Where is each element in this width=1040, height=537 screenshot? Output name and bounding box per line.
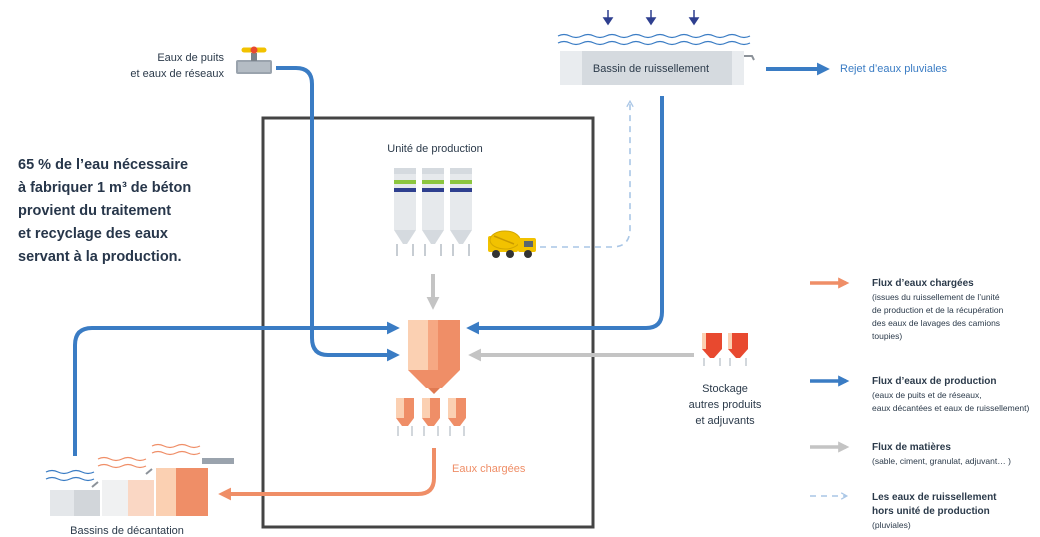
legend-desc: de production et de la récupération — [872, 305, 1004, 315]
storage-label-line-1: Stockage — [702, 383, 748, 395]
statement-line-1: 65 % de l’eau nécessaire — [18, 157, 188, 173]
legend-title: hors unité de production — [872, 506, 990, 517]
legend-desc: des eaux de lavages des camions — [872, 318, 1000, 328]
statement-line-4: et recyclage des eaux — [18, 226, 168, 242]
charged-water-flow — [218, 448, 436, 501]
legend-item-production-water: Flux d’eaux de production (eaux de puits… — [810, 375, 1030, 413]
well-water-flow — [276, 66, 400, 362]
rain-arrows-icon — [602, 10, 700, 26]
legend: Flux d’eaux chargées (issues du ruissell… — [810, 277, 1030, 530]
storage-silos-icon — [702, 333, 748, 366]
legend-item-materials: Flux de matières (sable, ciment, granula… — [810, 441, 1011, 466]
charged-water-label: Eaux chargées — [452, 463, 526, 475]
rain-discharge-label: Rejet d’eaux pluviales — [840, 63, 948, 75]
silos-icon — [394, 168, 472, 256]
decantation-label: Bassins de décantation — [70, 525, 184, 537]
legend-title: Flux de matières — [872, 442, 951, 453]
cement-mixer-truck-icon — [488, 230, 536, 258]
runoff-basin — [557, 33, 755, 85]
statement-line-3: provient du traitement — [18, 203, 171, 219]
production-unit-frame — [261, 116, 595, 529]
wells-label-line-2: et eaux de réseaux — [130, 68, 224, 80]
legend-title: Les eaux de ruissellement — [872, 492, 997, 503]
rainwater-dashed-flow — [540, 99, 634, 248]
legend-desc: (pluviales) — [872, 520, 911, 530]
legend-desc: eaux décantées et eaux de ruissellement) — [872, 403, 1030, 413]
legend-item-rainwater: Les eaux de ruissellement hors unité de … — [810, 492, 997, 530]
legend-desc: (sable, ciment, granulat, adjuvant… ) — [872, 456, 1011, 466]
legend-desc: toupies) — [872, 331, 902, 341]
legend-title: Flux d’eaux de production — [872, 376, 996, 387]
wells-label-line-1: Eaux de puits — [157, 52, 224, 64]
mixers-icon — [396, 398, 466, 436]
decantation-basins — [45, 443, 234, 516]
legend-desc: (issues du ruissellement de l’unité — [872, 292, 1000, 302]
legend-title: Flux d’eaux chargées — [872, 278, 974, 289]
runoff-basin-label: Bassin de ruissellement — [593, 63, 709, 75]
statement-line-2: à fabriquer 1 m³ de béton — [18, 180, 191, 196]
storage-label-line-2: autres produits — [689, 399, 762, 411]
production-unit-label: Unité de production — [387, 143, 482, 155]
statement-line-5: servant à la production. — [18, 249, 182, 265]
decanted-water-flow — [73, 321, 400, 456]
water-valve-icon — [236, 46, 272, 74]
runoff-water-flow — [466, 96, 664, 335]
storage-label-line-3: et adjuvants — [695, 415, 755, 427]
mixing-hopper-icon — [408, 320, 460, 394]
legend-item-charged-water: Flux d’eaux chargées (issues du ruissell… — [810, 277, 1004, 341]
legend-desc: (eaux de puits et de réseaux, — [872, 390, 982, 400]
